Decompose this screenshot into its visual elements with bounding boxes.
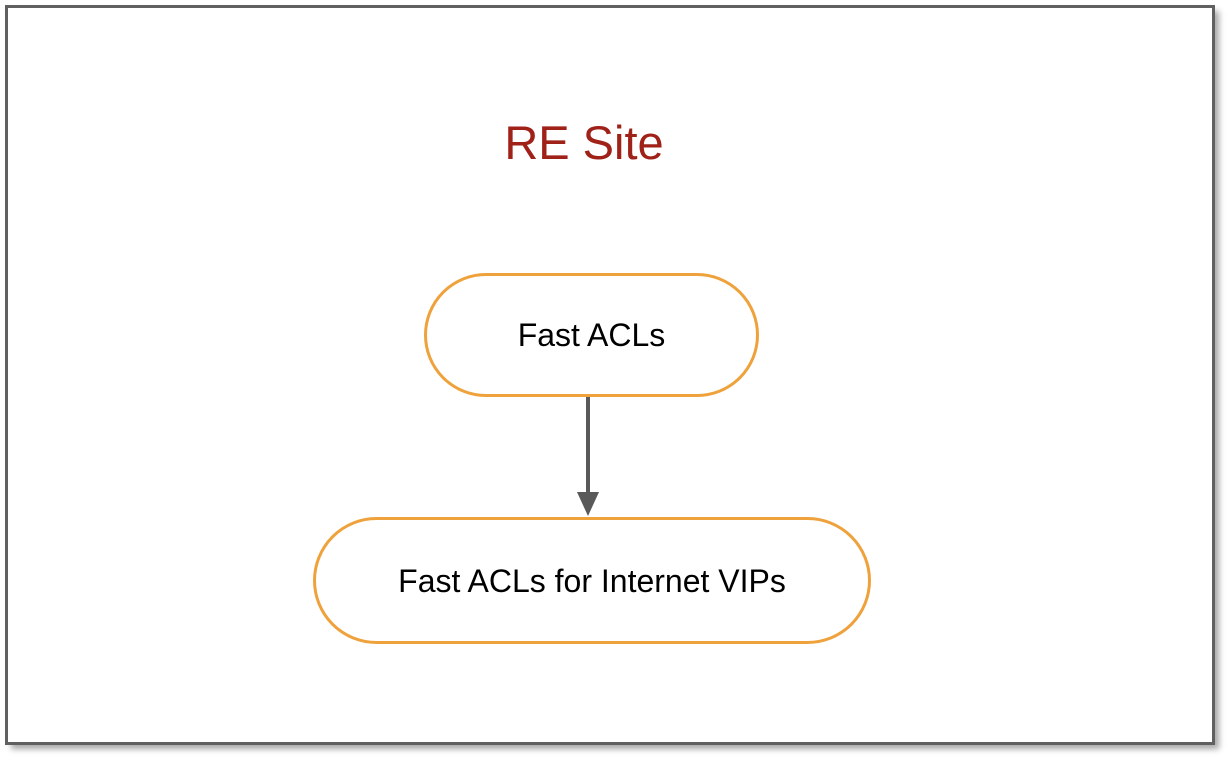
arrowhead-down-icon [577,492,599,516]
node-fast-acls-label: Fast ACLs [517,317,666,353]
node-fast-acls[interactable]: Fast ACLs [424,273,759,397]
node-fast-acls-for-internet-vips-label: Fast ACLs for Internet VIPs [398,562,786,599]
diagram-frame: RE Site Fast ACLs Fast ACLs for Internet… [5,5,1215,745]
node-fast-acls-for-internet-vips[interactable]: Fast ACLs for Internet VIPs [313,517,871,644]
page-title: RE Site [504,116,664,169]
diagram-surface: RE Site Fast ACLs Fast ACLs for Internet… [8,8,1212,742]
edge-fast-acls-to-internet-vips [577,392,599,516]
